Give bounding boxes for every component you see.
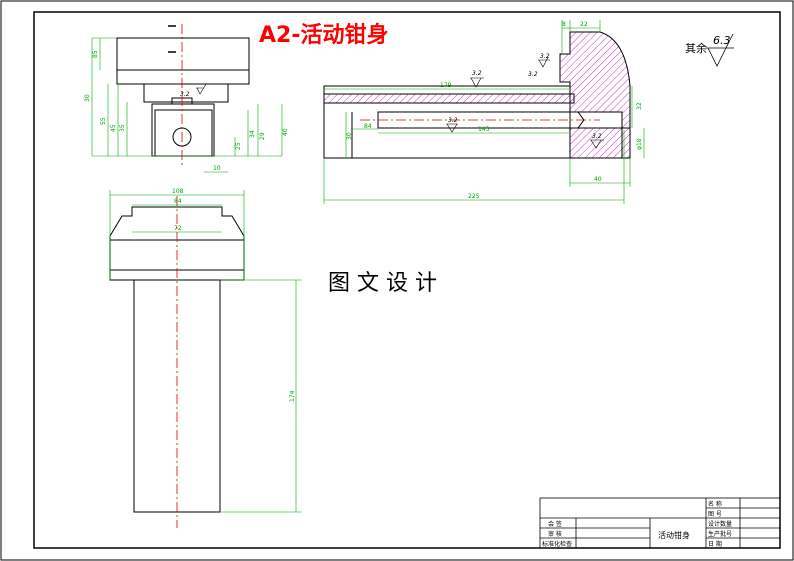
dim-174: 174 [289, 390, 296, 402]
dim-225: 225 [468, 193, 480, 200]
tb-label-sign: 会 签 [548, 520, 562, 528]
dim-25: 25 [235, 142, 242, 150]
dim-32: 32 [636, 102, 643, 110]
dim-40: 40 [282, 128, 289, 136]
title-block [539, 497, 781, 549]
inner-frame [33, 11, 781, 549]
svg-text:3.2: 3.2 [540, 53, 550, 60]
dim-22: 22 [580, 21, 588, 28]
svg-text:3.2: 3.2 [528, 71, 538, 78]
dim-45: 45 [110, 124, 117, 132]
roughness-symbol-icon [196, 83, 207, 95]
roughness-note-value: 6.3 [713, 34, 731, 47]
roughness-note-label: 其余 [685, 41, 707, 55]
dim-84-front: 84 [174, 198, 182, 205]
dim-30-section: 30 [346, 132, 353, 140]
svg-text:3.2: 3.2 [592, 133, 602, 140]
tb-name: 名 称 [708, 500, 722, 508]
side-view-dimension-lines [91, 37, 283, 173]
svg-text:3.2: 3.2 [472, 70, 482, 77]
dim-30: 30 [84, 94, 91, 102]
section-roughness-marks: 3.2 3.2 3.2 3.2 3.2 [446, 53, 604, 149]
dim-10: 10 [213, 165, 221, 172]
dim-phi18: φ18 [636, 138, 643, 150]
tb-label-review: 审 核 [548, 530, 562, 538]
bore-hole [377, 111, 585, 129]
dim-85: 85 [92, 50, 99, 58]
front-view-dimension-lines [109, 190, 302, 513]
dim-35: 35 [119, 124, 126, 132]
dim-84: 84 [364, 123, 372, 130]
section-mark-icon [168, 25, 176, 53]
tb-drawing-no: 图 号 [708, 511, 722, 518]
hatched-rail [323, 93, 575, 104]
tb-design-qty: 设计数量 [708, 520, 732, 528]
drawing-title: A2-活动钳身 [259, 22, 388, 48]
svg-text:3.2: 3.2 [448, 117, 458, 124]
dim-179: 179 [440, 82, 452, 89]
dim-40-section: 40 [594, 176, 602, 183]
tb-part-name: 活动钳身 [658, 530, 690, 540]
general-roughness-note: 其余 6.3 [685, 33, 734, 67]
tb-date: 日 期 [708, 540, 722, 548]
section-dimension-lines [323, 20, 645, 204]
roughness-symbol-icon [706, 33, 734, 67]
hatched-jaw-head [559, 31, 631, 159]
dim-108: 108 [172, 188, 184, 195]
tb-batch-no: 生产批号 [708, 530, 732, 538]
dim-8: 8 [562, 21, 566, 28]
dim-34: 34 [249, 130, 256, 138]
dim-145: 145 [478, 126, 490, 133]
dim-55: 55 [100, 117, 107, 125]
tb-label-standard: 标准化检查 [542, 540, 572, 548]
dim-29: 29 [259, 132, 266, 140]
dim-72: 72 [174, 225, 182, 232]
body-outline [323, 85, 571, 159]
section-view [323, 31, 631, 159]
roughness-value: 3.2 [180, 91, 190, 98]
watermark-text: 图 文 设 计 [328, 271, 437, 296]
